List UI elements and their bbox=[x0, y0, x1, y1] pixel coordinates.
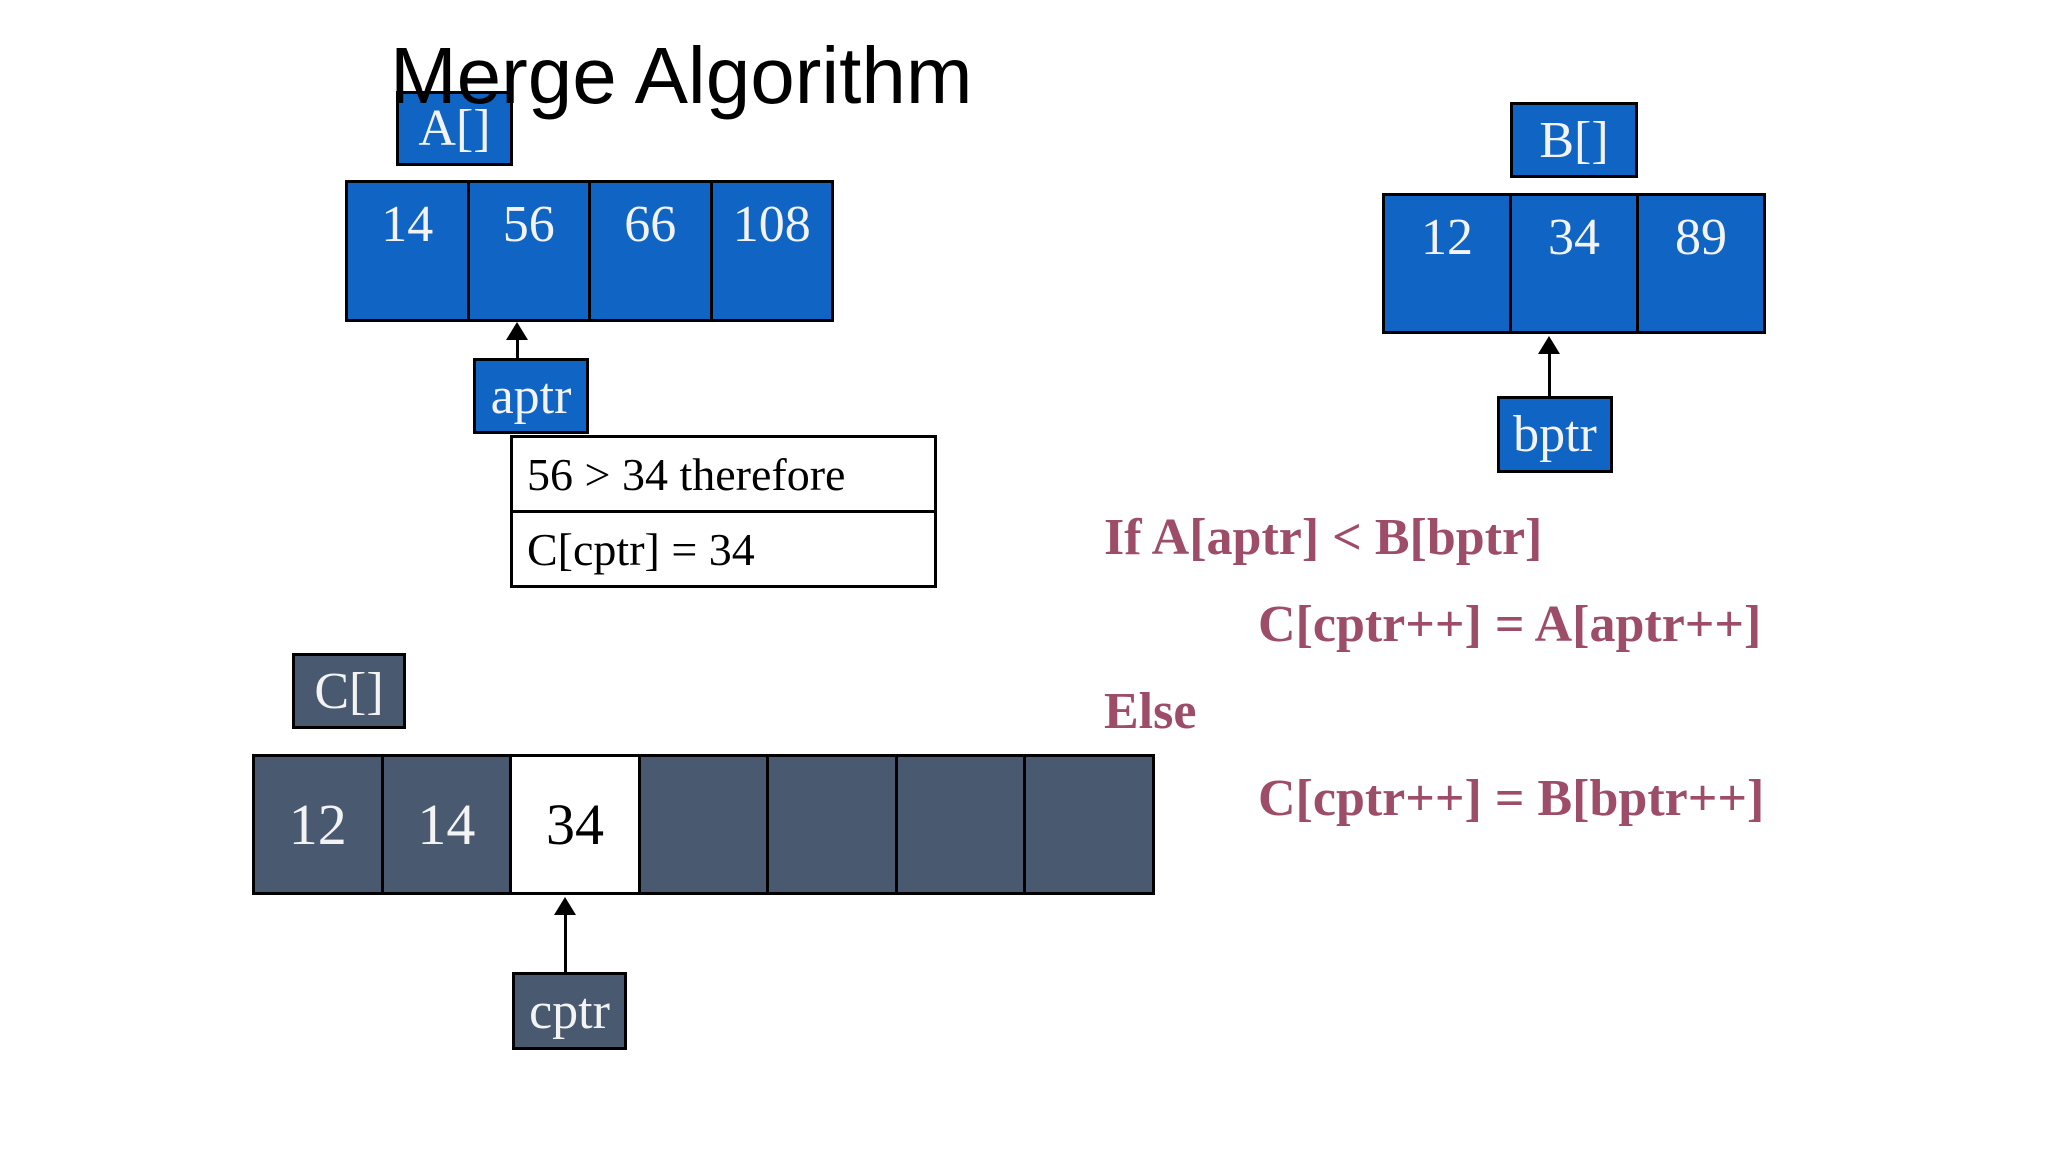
cptr-pointer-box: cptr bbox=[512, 972, 627, 1050]
array-c-cell-2-highlighted: 34 bbox=[509, 757, 638, 892]
array-a-cell-1: 56 bbox=[466, 183, 588, 319]
array-a-value-2: 66 bbox=[624, 196, 677, 253]
array-a-cell-3: 108 bbox=[709, 183, 831, 319]
comparison-note-box: 56 > 34 therefore C[cptr] = 34 bbox=[510, 435, 937, 588]
array-c-value-2: 34 bbox=[545, 792, 604, 857]
aptr-pointer-label: aptr bbox=[490, 367, 572, 425]
cptr-arrow-line bbox=[564, 914, 567, 972]
bptr-arrow-line bbox=[1548, 353, 1551, 396]
array-b: 12 34 89 bbox=[1382, 193, 1766, 334]
slide-title: Merge Algorithm bbox=[390, 31, 973, 120]
array-b-value-1: 34 bbox=[1548, 209, 1600, 266]
array-c-cell-3 bbox=[637, 757, 767, 892]
array-c-value-0: 12 bbox=[288, 792, 347, 857]
bptr-pointer-label: bptr bbox=[1513, 406, 1597, 463]
pseudocode-assign-b-line: C[cptr++] = B[bptr++] bbox=[1258, 770, 1765, 827]
array-c-cell-4 bbox=[766, 757, 895, 892]
note-line-2: C[cptr] = 34 bbox=[513, 510, 934, 585]
array-b-cell-1: 34 bbox=[1509, 196, 1636, 331]
pseudocode-else-line: Else bbox=[1104, 683, 1197, 740]
pseudocode-assign-a-line: C[cptr++] = A[aptr++] bbox=[1258, 596, 1762, 653]
array-a-value-1: 56 bbox=[502, 196, 555, 253]
array-a-value-3: 108 bbox=[732, 196, 811, 253]
array-b-label-box: B[] bbox=[1510, 102, 1638, 178]
array-b-value-2: 89 bbox=[1675, 209, 1727, 266]
array-c-cell-6 bbox=[1023, 757, 1153, 892]
bptr-arrow-head-icon bbox=[1538, 336, 1560, 354]
array-c-cell-5 bbox=[894, 757, 1024, 892]
array-a-value-0: 14 bbox=[381, 196, 434, 253]
array-a-cell-2: 66 bbox=[588, 183, 710, 319]
array-b-cell-2: 89 bbox=[1636, 196, 1763, 331]
cptr-arrow-head-icon bbox=[554, 897, 576, 915]
pseudocode-if-line: If A[aptr] < B[bptr] bbox=[1104, 509, 1543, 566]
array-a-label-box: A[] bbox=[396, 91, 513, 166]
aptr-arrow-line bbox=[516, 339, 519, 359]
array-b-label: B[] bbox=[1539, 111, 1609, 169]
array-c-cell-0: 12 bbox=[255, 757, 381, 892]
aptr-arrow-head-icon bbox=[506, 322, 528, 340]
cptr-pointer-label: cptr bbox=[529, 982, 610, 1040]
array-b-cell-0: 12 bbox=[1385, 196, 1509, 331]
note-line-1: 56 > 34 therefore bbox=[527, 448, 846, 500]
array-b-value-0: 12 bbox=[1421, 209, 1473, 266]
array-c-cell-1: 14 bbox=[380, 757, 510, 892]
array-c-label: C[] bbox=[314, 662, 384, 720]
array-c-value-1: 14 bbox=[417, 792, 476, 857]
aptr-pointer-box: aptr bbox=[473, 358, 589, 434]
array-c: 12 14 34 bbox=[252, 754, 1155, 895]
array-c-label-box: C[] bbox=[292, 653, 406, 729]
array-a-label: A[] bbox=[418, 100, 491, 157]
bptr-pointer-box: bptr bbox=[1497, 396, 1613, 473]
array-a-cell-0: 14 bbox=[348, 183, 467, 319]
array-a: 14 56 66 108 bbox=[345, 180, 834, 322]
